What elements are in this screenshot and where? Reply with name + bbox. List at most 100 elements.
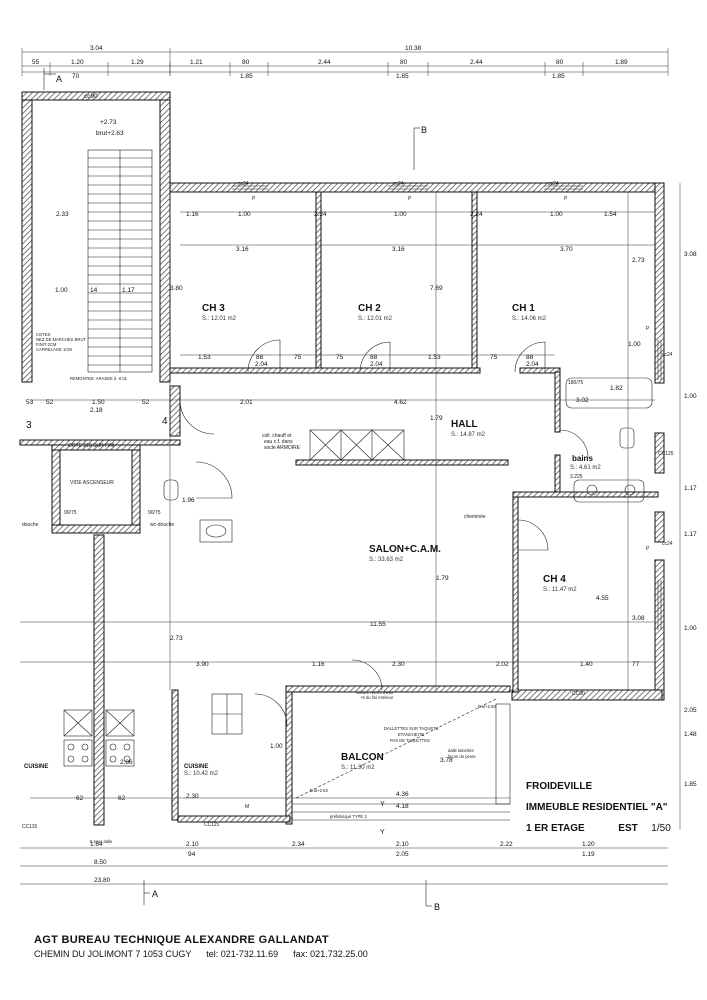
- room-salon-name: SALON+C.A.M.: [369, 544, 441, 555]
- dim-side-117b: 1.17: [684, 485, 697, 492]
- label-m: M: [245, 804, 249, 810]
- label-sous-dalle: 5 sous dalle: [90, 839, 113, 844]
- balcon-note-1: DALLETTES SUR TAQUETS: [384, 726, 439, 731]
- label-douche: douche: [22, 522, 39, 528]
- title-block: FROIDEVILLE IMMEUBLE RESIDENTIEL "A" 1 E…: [526, 776, 671, 839]
- dim-in-153a: 1.53: [198, 354, 211, 361]
- dim-side-117a: 1.00: [684, 393, 697, 400]
- dim-top-1: 3.04: [90, 45, 103, 52]
- dim-in-224b: 2.24: [470, 211, 483, 218]
- stair-note-4: CARRELAGE 1CM: [36, 347, 72, 352]
- doors: [179, 339, 589, 727]
- dim-row2-sub-2: 1.85: [240, 73, 253, 80]
- balcon-rainure-1: rainure renvoi d'eau: [356, 690, 394, 695]
- dim-in-204a: 2.04: [255, 361, 268, 368]
- label-cc24-2: cc24: [393, 181, 404, 187]
- room-ch4-area: S.: 11.47 m2: [543, 587, 577, 593]
- dim-row2-6: 2.44: [318, 59, 331, 66]
- staircase: +2.73 brut+2.63 cc90 COTES NEZ DE MARCHE…: [36, 93, 153, 381]
- room-ch1-area: S.: 14.06 m2: [512, 316, 547, 322]
- label-cc24-3: cc24: [548, 181, 559, 187]
- room-hall-name: HALL: [451, 419, 478, 430]
- stair-level: +2.73: [100, 119, 117, 126]
- balcon-rainure-2: +5 du fini intérieur: [360, 695, 394, 700]
- dim-bot-850: 8.50: [94, 859, 107, 866]
- dim-in-150: 1.50: [92, 399, 105, 406]
- misc-labels: cc24 cc24 cc24 cc24 cc24 CC125 CC90 CC11…: [22, 181, 674, 844]
- dim-in-316b: 3.16: [392, 246, 405, 253]
- dim-bot-164: 1.64: [90, 841, 103, 848]
- dim-bot-94: 94: [188, 851, 196, 858]
- title-floor-row: 1 ER ETAGE EST 1/50: [526, 818, 671, 839]
- windows: [232, 185, 662, 630]
- section-a-bottom: A: [152, 889, 158, 899]
- dim-top-2: 10.38: [405, 45, 422, 52]
- dim-in-52a: 52: [46, 399, 54, 406]
- top-dimension-lines: 3.04 10.38 55 1.20 1.29 1.21 80 2.44 80 …: [21, 45, 669, 80]
- dim-side-273a: 2.73: [632, 257, 645, 264]
- dim-in-62a: 62: [76, 795, 84, 802]
- bath-90-75-b: 90/75: [148, 510, 161, 516]
- room-ch2-name: CH 2: [358, 303, 381, 314]
- room-ch3-area: S.: 12.01 m2: [202, 316, 237, 322]
- dim-row2-sub-1: 70: [72, 73, 80, 80]
- dim-in-378: 4.55: [596, 595, 609, 602]
- section-b-bottom: B: [434, 902, 440, 912]
- stair-note-2: NEZ DE MARCHES BRUT: [36, 337, 86, 342]
- room-labels: CH 3 S.: 12.01 m2 CH 2 S.: 12.01 m2 CH 1…: [24, 303, 601, 777]
- dim-in-100a: 1.00: [238, 211, 251, 218]
- balcon-prefab: préfabriqué TYPE 2: [330, 814, 367, 819]
- stair-raw: brut+2.63: [96, 130, 124, 137]
- stair-dim-120b: 1.17: [122, 287, 135, 294]
- section-b-top: B: [421, 125, 427, 135]
- dim-in-418: 4.18: [396, 803, 409, 810]
- label-cc115: CC115: [204, 822, 219, 828]
- dim-bot-222: 2.22: [500, 841, 513, 848]
- label-cc24-1: cc24: [238, 181, 249, 187]
- dim-in-75a: 75: [294, 354, 302, 361]
- dim-bot-205: 2.05: [396, 851, 409, 858]
- room-cuisine-left: CUISINE: [24, 764, 48, 770]
- dim-bot-2380: 23.80: [94, 877, 111, 884]
- dim-in-88c: 88: [526, 354, 534, 361]
- bath-3225: 3.225: [570, 474, 583, 480]
- dim-in-230b: 2.30: [186, 793, 199, 800]
- balcon-brut2: brut+2.60: [478, 704, 496, 709]
- dim-in-1155: 11.55: [370, 621, 386, 628]
- bath-90-75-a: 90/75: [64, 510, 77, 516]
- company-tel: tel: 021-732.11.69: [206, 949, 279, 959]
- label-cc24-4: cc24: [662, 352, 673, 358]
- section-y-1: Y: [380, 801, 385, 808]
- room-balcon-area: S.: 11.30 m2: [341, 765, 375, 771]
- dim-in-53: 53: [26, 399, 34, 406]
- dim-in-116b: 1.16: [312, 661, 325, 668]
- balcony-detail: [292, 697, 511, 821]
- dim-side-100b: 1.00: [270, 743, 283, 750]
- dim-in-286: 3.78: [440, 757, 453, 764]
- dim-side-273b: 3.08: [632, 615, 645, 622]
- dim-in-462: 4.62: [394, 399, 407, 406]
- dim-side-185: 1.17: [684, 531, 697, 538]
- dim-side-308a: 3.08: [684, 251, 697, 258]
- armoire: coll. chauff et eau c.f. dans socle ARMO…: [262, 429, 405, 461]
- company-name: AGT BUREAU TECHNIQUE ALEXANDRE GALLANDAT: [34, 934, 329, 946]
- dim-side-308b: 1.00: [684, 625, 697, 632]
- dim-row2-sub-4: 1.85: [552, 73, 565, 80]
- dim-in-201: 2.01: [240, 399, 253, 406]
- company-address: CHEMIN DU JOLIMONT 7 1053 CUGY: [34, 949, 192, 959]
- room-cuisine-area: S.: 10.42 m2: [184, 771, 219, 777]
- label-p-5: P: [646, 546, 650, 552]
- company-fax: fax: 021.732.25.00: [293, 949, 368, 959]
- dim-row2-10: 1.89: [615, 59, 628, 66]
- dim-in-77: 77: [632, 661, 640, 668]
- label-cc125: CC125: [658, 451, 674, 457]
- dim-side-40: 2.05: [684, 707, 697, 714]
- dim-side-148: 1.85: [684, 781, 697, 788]
- exterior-walls: [19, 91, 665, 826]
- stair-dim-120a: 1.00: [55, 287, 68, 294]
- dim-bot-210: 2.10: [186, 841, 199, 848]
- dim-row2-5: 80: [242, 59, 250, 66]
- label-num-3: 3: [26, 420, 32, 431]
- dim-in-233: 2.86: [120, 759, 133, 766]
- label-p-2: P: [408, 196, 412, 202]
